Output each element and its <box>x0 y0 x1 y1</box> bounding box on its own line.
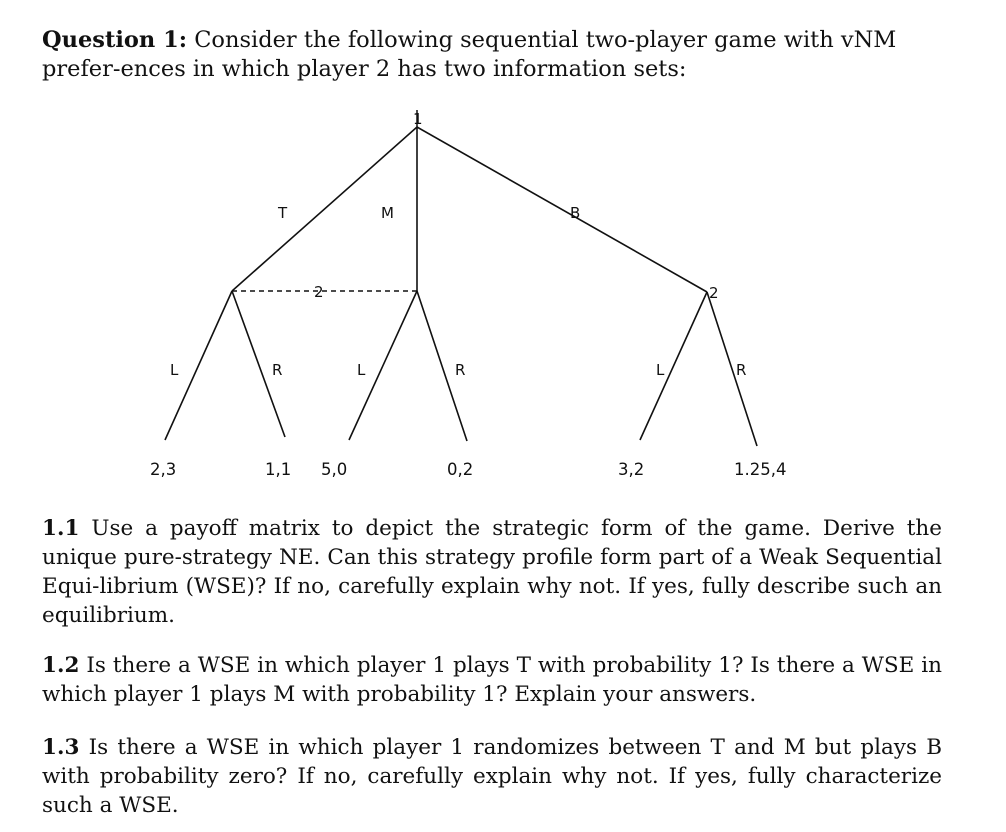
part-number: 1.3 <box>42 735 80 760</box>
action-T-L-label: L <box>170 361 179 379</box>
action-B-label: B <box>570 204 580 222</box>
action-M-label: M <box>381 204 394 222</box>
action-M-R-label: R <box>455 361 465 379</box>
part-1-2: 1.2 Is there a WSE in which player 1 pla… <box>42 651 942 709</box>
edge-B-R <box>706 291 758 447</box>
edge-M-R <box>416 290 468 442</box>
action-T-R-label: R <box>272 361 282 379</box>
part-1-3: 1.3 Is there a WSE in which player 1 ran… <box>42 733 942 820</box>
part-text: Is there a WSE in which player 1 randomi… <box>42 735 942 818</box>
payoff-B-R: 1.25,4 <box>734 460 786 479</box>
right-node-label: 2 <box>709 284 719 302</box>
part-number: 1.1 <box>42 516 80 541</box>
edge-B <box>416 126 708 293</box>
action-T-label: T <box>277 204 288 222</box>
part-1-1: 1.1 Use a payoff matrix to depict the st… <box>42 514 942 630</box>
payoff-T-L: 2,3 <box>150 460 176 479</box>
action-B-R-label: R <box>736 361 746 379</box>
part-text: Use a payoff matrix to depict the strate… <box>42 516 942 628</box>
action-B-L-label: L <box>656 361 665 379</box>
edge-M-L <box>348 290 418 441</box>
action-M-L-label: L <box>357 361 366 379</box>
edge-B-L <box>639 291 708 441</box>
info-set-node-label: 2 <box>314 283 324 301</box>
payoff-M-R: 0,2 <box>447 460 473 479</box>
payoff-T-R: 1,1 <box>265 460 291 479</box>
question-label: Question 1: <box>42 27 188 53</box>
edge-T-R <box>231 290 286 438</box>
edge-T-L <box>164 290 233 441</box>
root-node-label: 1 <box>413 110 423 128</box>
part-text: Is there a WSE in which player 1 plays T… <box>42 653 942 707</box>
payoff-B-L: 3,2 <box>618 460 644 479</box>
question-header: Question 1: Consider the following seque… <box>42 26 942 84</box>
edge-T <box>231 126 418 292</box>
part-number: 1.2 <box>42 653 80 678</box>
question-text: Consider the following sequential two-pl… <box>42 27 897 82</box>
payoff-M-L: 5,0 <box>321 460 347 479</box>
